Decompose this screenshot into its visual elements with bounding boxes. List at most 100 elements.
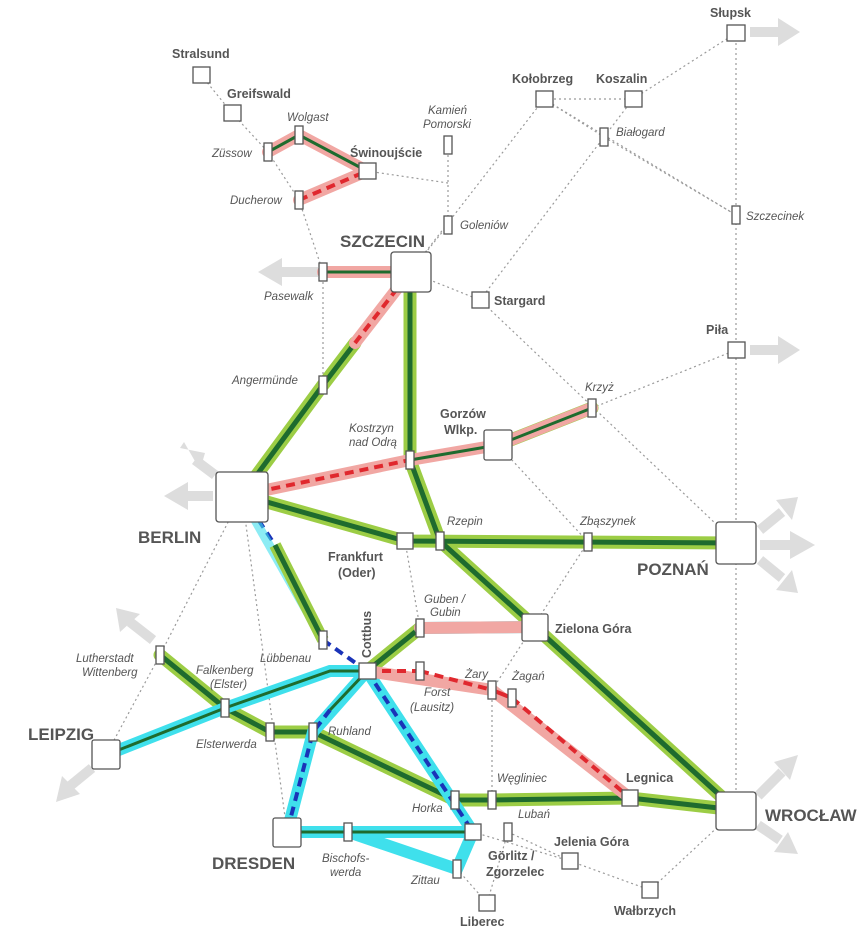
station-elsterwerda[interactable] bbox=[265, 722, 275, 742]
station-forst[interactable] bbox=[415, 661, 425, 681]
minor-station-labels: Wolgast Züssow Ducherow Kamień Pomorski … bbox=[76, 105, 805, 887]
label-gorlitz-2: Zgorzelec bbox=[486, 865, 544, 879]
station-wroclaw[interactable] bbox=[715, 791, 757, 831]
major-city-labels: BERLIN SZCZECIN POZNAŃ WROCŁAW LEIPZIG D… bbox=[28, 232, 858, 873]
label-gorlitz-1: Görlitz / bbox=[488, 849, 535, 863]
station-wittenberg[interactable] bbox=[155, 645, 165, 665]
label-frankfurt-1: Frankfurt bbox=[328, 550, 384, 564]
station-zittau[interactable] bbox=[452, 859, 462, 879]
label-zielona-gora: Zielona Góra bbox=[555, 622, 632, 636]
station-ruhland[interactable] bbox=[308, 722, 318, 742]
station-koszalin[interactable] bbox=[624, 90, 643, 108]
station-bischofswerda[interactable] bbox=[343, 822, 353, 842]
station-wolgast[interactable] bbox=[294, 125, 304, 145]
arrow-slupsk-east-icon bbox=[750, 18, 800, 46]
station-angermunde[interactable] bbox=[318, 375, 328, 395]
station-luban[interactable] bbox=[503, 822, 513, 842]
station-gorzow[interactable] bbox=[483, 429, 513, 461]
station-zary[interactable] bbox=[487, 680, 497, 700]
label-pila: Piła bbox=[706, 323, 729, 337]
station-goleniow[interactable] bbox=[443, 215, 453, 235]
label-kolobrzeg: Kołobrzeg bbox=[512, 72, 573, 86]
label-guben-1: Guben / bbox=[424, 594, 467, 606]
label-cottbus: Cottbus bbox=[360, 611, 374, 658]
label-wegliniec: Węgliniec bbox=[497, 773, 547, 785]
arrow-pila-east-icon bbox=[750, 336, 800, 364]
label-berlin: BERLIN bbox=[138, 528, 201, 547]
label-elsterwerda: Elsterwerda bbox=[196, 739, 257, 751]
station-lubbenau[interactable] bbox=[318, 630, 328, 650]
station-rzepin[interactable] bbox=[435, 531, 445, 551]
station-berlin[interactable] bbox=[215, 471, 269, 523]
station-cottbus[interactable] bbox=[358, 662, 377, 680]
label-bialogard: Białogard bbox=[616, 127, 665, 139]
label-zbaszynek: Zbąszynek bbox=[579, 516, 637, 528]
station-zielona-gora[interactable] bbox=[521, 613, 549, 642]
station-dresden[interactable] bbox=[272, 817, 302, 848]
arrow-wroclaw-southeast-icon bbox=[755, 820, 798, 854]
station-zussow[interactable] bbox=[263, 142, 273, 162]
station-falkenberg[interactable] bbox=[220, 698, 230, 718]
station-liberec[interactable] bbox=[478, 894, 496, 912]
station-legnica[interactable] bbox=[621, 789, 639, 807]
direction-arrows bbox=[56, 18, 815, 854]
station-gorlitz[interactable] bbox=[464, 823, 482, 841]
label-wroclaw: WROCŁAW bbox=[765, 806, 858, 825]
label-krzyz: Krzyż bbox=[585, 382, 614, 394]
station-frankfurt[interactable] bbox=[396, 532, 414, 550]
station-pasewalk[interactable] bbox=[318, 262, 328, 282]
station-walbrzych[interactable] bbox=[641, 881, 659, 899]
label-liberec: Liberec bbox=[460, 915, 505, 929]
station-krzyz[interactable] bbox=[587, 398, 597, 418]
station-wegliniec[interactable] bbox=[487, 790, 497, 810]
label-wittenberg-1: Lutherstadt bbox=[76, 653, 134, 665]
station-guben[interactable] bbox=[415, 618, 425, 638]
station-greifswald[interactable] bbox=[223, 104, 242, 122]
station-zagan[interactable] bbox=[507, 688, 517, 708]
label-bischofswerda-1: Bischofs- bbox=[322, 853, 369, 865]
label-kostrzyn-2: nad Odrą bbox=[349, 437, 397, 449]
station-kamien[interactable] bbox=[443, 135, 453, 155]
arrow-berlin-west-icon bbox=[164, 482, 213, 510]
station-kostrzyn[interactable] bbox=[405, 450, 415, 470]
label-greifswald: Greifswald bbox=[227, 87, 291, 101]
station-horka[interactable] bbox=[450, 790, 460, 810]
label-forst-2: (Lausitz) bbox=[410, 702, 454, 714]
arrow-poznan-east-icon bbox=[760, 531, 815, 559]
station-pila[interactable] bbox=[727, 341, 746, 359]
station-poznan[interactable] bbox=[715, 521, 757, 565]
arrow-berlin-northwest-icon bbox=[180, 442, 218, 479]
label-dresden: DRESDEN bbox=[212, 854, 295, 873]
label-guben-2: Gubin bbox=[430, 607, 461, 619]
station-jelenia-gora[interactable] bbox=[561, 852, 579, 870]
station-slupsk[interactable] bbox=[726, 24, 746, 42]
arrow-wroclaw-northeast-icon bbox=[754, 755, 798, 800]
station-kolobrzeg[interactable] bbox=[535, 90, 554, 108]
label-swinoujscie: Świnoujście bbox=[350, 145, 422, 160]
station-stralsund[interactable] bbox=[192, 66, 211, 84]
label-zagan: Żagań bbox=[511, 671, 545, 683]
arrow-pasewalk-west-icon bbox=[258, 258, 318, 286]
label-jelenia-gora: Jelenia Góra bbox=[554, 835, 630, 849]
label-wittenberg-2: Wittenberg bbox=[82, 667, 138, 679]
label-rzepin: Rzepin bbox=[447, 516, 483, 528]
station-szczecinek[interactable] bbox=[731, 205, 741, 225]
station-stargard[interactable] bbox=[471, 291, 490, 309]
station-ducherow[interactable] bbox=[294, 190, 304, 210]
station-szczecin[interactable] bbox=[390, 251, 432, 293]
station-markers bbox=[91, 24, 757, 912]
label-slupsk: Słupsk bbox=[710, 6, 751, 20]
station-leipzig[interactable] bbox=[91, 739, 121, 770]
secondary-lines bbox=[105, 32, 737, 904]
label-leipzig: LEIPZIG bbox=[28, 725, 94, 744]
station-swinoujscie[interactable] bbox=[358, 162, 377, 180]
station-bialogard[interactable] bbox=[599, 127, 609, 147]
label-wolgast: Wolgast bbox=[287, 112, 329, 124]
label-kamien-2: Pomorski bbox=[423, 119, 471, 131]
station-zbaszynek[interactable] bbox=[583, 532, 593, 552]
label-koszalin: Koszalin bbox=[596, 72, 647, 86]
arrow-poznan-northeast-icon bbox=[756, 497, 798, 534]
label-szczecin: SZCZECIN bbox=[340, 232, 425, 251]
arrow-leipzig-southwest-icon bbox=[56, 764, 96, 802]
